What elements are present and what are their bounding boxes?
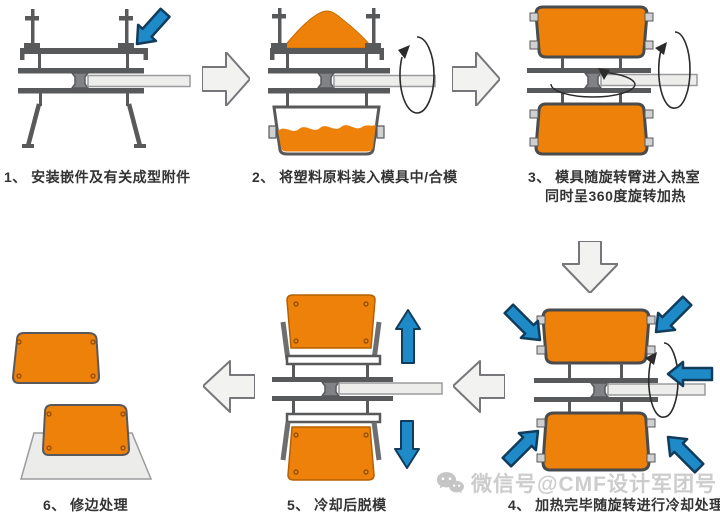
step5-diagram <box>272 294 443 481</box>
down-arrow-icon <box>394 420 420 469</box>
finished-part-a <box>11 332 101 384</box>
flow-arrow-right-icon <box>202 52 250 106</box>
rotation-arrow-icon <box>645 342 679 418</box>
mold-top <box>536 308 656 365</box>
mold-frame <box>268 8 390 108</box>
plastic-powder-pile <box>281 10 375 49</box>
flow-arrow-left-icon <box>203 360 255 413</box>
up-arrow-icon <box>395 309 421 364</box>
blue-arrow-icon <box>666 435 705 474</box>
blue-arrow-icon <box>501 429 540 468</box>
molded-part-bottom <box>287 426 375 481</box>
rotation-arrow-icon <box>398 36 435 114</box>
spindle-hub <box>320 381 341 397</box>
mold-frame <box>18 9 148 148</box>
step2-panel <box>252 0 452 162</box>
blue-arrow-icon <box>654 295 693 334</box>
rotating-arm <box>333 74 436 88</box>
rotating-arm <box>607 383 706 396</box>
rotating-arm <box>338 382 443 395</box>
rotating-arm <box>600 73 698 87</box>
finished-part-b <box>41 404 131 456</box>
molded-part-top <box>286 294 376 349</box>
step5-panel <box>252 282 452 487</box>
flow-arrow-left-icon <box>453 360 505 413</box>
step3-caption-line2: 同时呈360度旋转加热 <box>545 187 686 204</box>
open-mold-frame-top <box>280 321 382 377</box>
step3-panel <box>503 0 708 165</box>
step3-caption: 3、 模具随旋转臂进入热室 同时呈360度旋转加热 <box>528 168 700 206</box>
mold-frame <box>534 363 658 413</box>
mold-top <box>529 5 654 59</box>
step1-diagram <box>18 7 191 148</box>
blue-arrow-icon <box>135 7 171 46</box>
mold-bottom <box>536 411 656 472</box>
step1-caption: 1、 安装嵌件及有关成型附件 <box>4 169 191 185</box>
molten-plastic <box>278 124 376 152</box>
flow-arrow-down-icon <box>562 241 618 293</box>
step4-panel <box>486 285 720 485</box>
mold-latch <box>268 125 277 139</box>
open-mold-frame-bottom <box>280 412 382 461</box>
flow-arrow-right-icon <box>452 52 500 106</box>
spindle-hub <box>316 72 336 89</box>
mold-latch <box>376 125 385 139</box>
step4-diagram <box>501 295 714 474</box>
step2-caption: 2、 将塑料原料装入模具中/合模 <box>252 169 458 185</box>
step4-caption: 4、 加热完毕随旋转进行冷却处理 <box>508 497 720 513</box>
blue-arrow-icon <box>666 360 714 388</box>
step6-caption: 6、 修边处理 <box>43 497 129 513</box>
spindle-hub <box>583 72 603 89</box>
step1-panel <box>0 0 200 160</box>
blue-arrow-icon <box>503 303 542 342</box>
step5-caption: 5、 冷却后脱模 <box>287 497 387 513</box>
step3-caption-line1: 3、 模具随旋转臂进入热室 <box>528 169 701 185</box>
mold-frame <box>527 57 651 104</box>
spindle-hub <box>70 72 90 89</box>
step6-diagram <box>11 332 153 480</box>
step3-diagram <box>527 5 698 156</box>
mold-bottom <box>529 102 654 156</box>
rotating-arm <box>87 74 191 88</box>
spindle-hub <box>589 382 610 398</box>
mold-frame <box>272 377 393 414</box>
rotation-arrow-horizontal-icon <box>550 68 636 98</box>
step6-panel <box>8 328 173 488</box>
step2-diagram <box>268 8 436 156</box>
rotation-arrow-icon <box>655 31 691 109</box>
